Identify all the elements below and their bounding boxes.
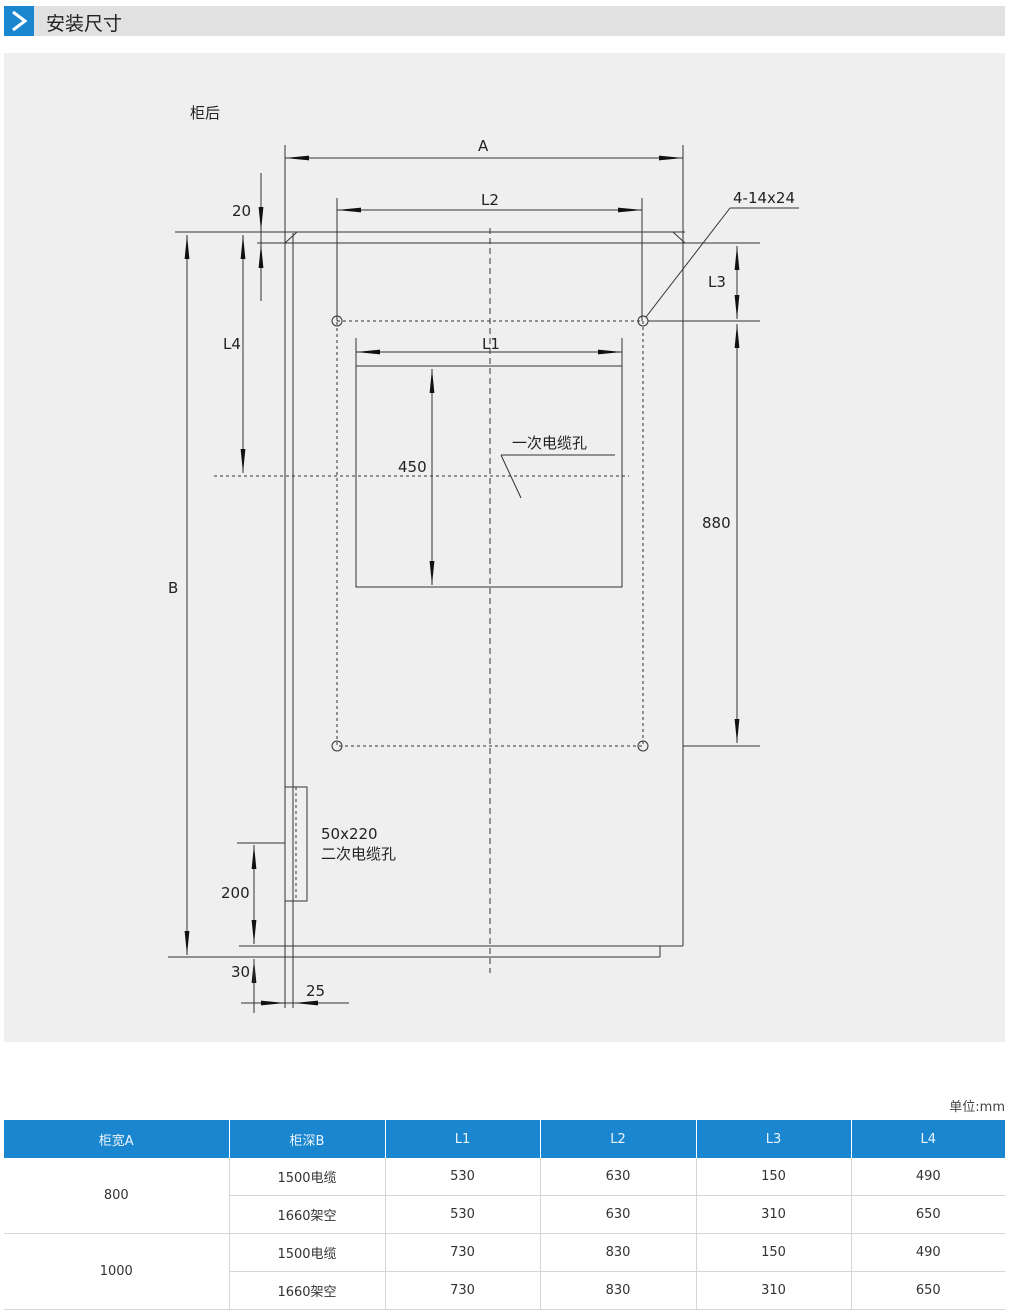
secondary-hole-label: 二次电缆孔 (321, 845, 396, 863)
dim-450-label: 450 (398, 458, 427, 476)
holes-label: 4-14x24 (733, 189, 795, 207)
primary-hole-label: 一次电缆孔 (512, 434, 587, 452)
mounting-hole (331, 740, 343, 752)
column-header: L3 (696, 1120, 852, 1158)
l4-cell: 490 (851, 1233, 1005, 1272)
dim-L2-label: L2 (481, 191, 499, 209)
view-label: 柜后 (190, 104, 220, 122)
table-header-row: 柜宽A 柜深B L1 L2 L3 L4 (4, 1120, 1005, 1158)
l2-cell: 630 (540, 1195, 697, 1234)
cabinet-width-cell: 1000 (4, 1233, 230, 1310)
l4-cell: 490 (851, 1158, 1005, 1196)
cabinet-depth-cell: 1500电缆 (229, 1158, 386, 1196)
dimensions-table: 柜宽A 柜深B L1 L2 L3 L4 800 1500电缆 530 630 1… (4, 1120, 1005, 1310)
l1-cell: 530 (385, 1158, 541, 1196)
dim-L3-label: L3 (708, 273, 726, 291)
cabinet-depth-cell: 1660架空 (229, 1195, 386, 1234)
dim-L4-label: L4 (223, 335, 241, 353)
table-row: 1000 1500电缆 730 830 150 490 (4, 1233, 1005, 1310)
l1-cell: 730 (385, 1233, 541, 1272)
l2-cell: 830 (540, 1271, 697, 1310)
l3-cell: 310 (696, 1195, 852, 1234)
dim-L1-label: L1 (482, 335, 500, 353)
l4-cell: 650 (851, 1271, 1005, 1310)
l1-cell: 730 (385, 1271, 541, 1310)
secondary-size-label: 50x220 (321, 825, 378, 843)
cabinet-rear-drawing: 柜后 A L2 4-14x24 20 L3 L4 L1 一次电缆孔 450 88… (168, 104, 799, 1013)
dim-20-label: 20 (232, 202, 251, 220)
table-row: 1660架空 530 630 310 650 (4, 1195, 1005, 1234)
column-header: 柜宽A (4, 1120, 230, 1158)
column-header: L1 (385, 1120, 541, 1158)
column-header: 柜深B (229, 1120, 386, 1158)
l4-cell: 650 (851, 1195, 1005, 1234)
dim-200-label: 200 (221, 884, 250, 902)
section-title: 安装尺寸 (46, 13, 123, 35)
chevron-right-icon (4, 6, 34, 36)
table-row: 1660架空 730 830 310 650 (4, 1271, 1005, 1310)
installation-drawing: 柜后 A L2 4-14x24 20 L3 L4 L1 一次电缆孔 450 88… (4, 53, 1005, 1042)
cabinet-width-cell: 800 (4, 1158, 230, 1234)
unit-note: 单位:mm (949, 1100, 1005, 1115)
dim-30-label: 30 (231, 963, 250, 981)
mounting-hole (637, 740, 649, 752)
l3-cell: 150 (696, 1233, 852, 1272)
cabinet-depth-cell: 1500电缆 (229, 1233, 386, 1272)
l2-cell: 830 (540, 1233, 697, 1272)
l3-cell: 310 (696, 1271, 852, 1310)
l1-cell: 530 (385, 1195, 541, 1234)
l3-cell: 150 (696, 1158, 852, 1196)
dim-A-label: A (478, 137, 489, 155)
mounting-hole (331, 315, 343, 327)
dim-B-label: B (168, 579, 178, 597)
l2-cell: 630 (540, 1158, 697, 1196)
cabinet-depth-cell: 1660架空 (229, 1271, 386, 1310)
column-header: L4 (851, 1120, 1005, 1158)
column-header: L2 (540, 1120, 697, 1158)
section-header: 安装尺寸 (4, 6, 1005, 36)
dim-25-label: 25 (306, 982, 325, 1000)
table-row: 800 1500电缆 530 630 150 490 (4, 1158, 1005, 1234)
dim-880-label: 880 (702, 514, 731, 532)
